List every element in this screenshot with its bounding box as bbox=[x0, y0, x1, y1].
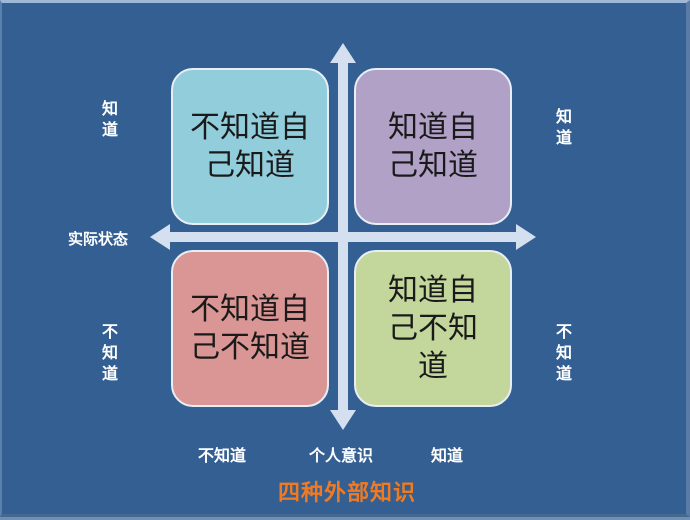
vertical-axis-label: 个人意识 bbox=[309, 446, 374, 465]
arrow-right-icon bbox=[337, 224, 536, 250]
quadrant-bottom-right: 知道自己不知道 bbox=[354, 250, 512, 407]
horizontal-axis-label: 实际状态 bbox=[68, 230, 129, 248]
bottom-left-label: 不知道 bbox=[198, 446, 247, 465]
left-bottom-label: 不知道 bbox=[101, 322, 118, 383]
right-top-label: 知道 bbox=[555, 107, 572, 147]
quadrant-top-right: 知道自己知道 bbox=[354, 68, 512, 225]
quadrant-bottom-left: 不知道自己不知道 bbox=[171, 250, 329, 407]
quadrant-top-right-text: 知道自己知道 bbox=[388, 109, 478, 183]
arrow-left-icon bbox=[150, 224, 347, 250]
diagram-title: 四种外部知识 bbox=[277, 481, 416, 506]
left-top-label: 知道 bbox=[101, 99, 118, 139]
right-bottom-label: 不知道 bbox=[555, 322, 572, 383]
quadrant-top-left-text: 不知道自己知道 bbox=[190, 109, 310, 183]
quadrant-bottom-right-text: 知道自己不知道 bbox=[388, 272, 478, 384]
bottom-right-label: 知道 bbox=[431, 446, 464, 465]
quadrant-bottom-left-text: 不知道自己不知道 bbox=[190, 291, 310, 365]
arrow-up-icon bbox=[330, 43, 356, 243]
axes-arrows bbox=[150, 43, 536, 430]
quadrant-top-left: 不知道自己知道 bbox=[171, 68, 329, 225]
arrow-down-icon bbox=[330, 233, 356, 430]
